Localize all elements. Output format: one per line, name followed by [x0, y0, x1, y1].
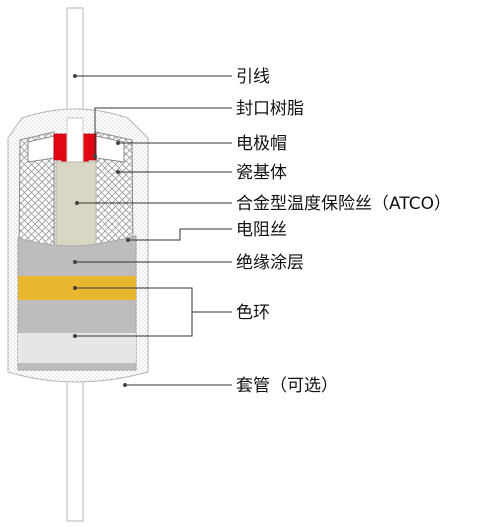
label-alloy-fuse: 合金型温度保险丝（ATCO）: [236, 194, 451, 214]
label-lead-wire: 引线: [236, 67, 270, 87]
label-sleeve: 套管（可选）: [236, 376, 338, 396]
label-resistance-wire: 电阻丝: [236, 220, 287, 240]
lead-wire-bottom: [66, 377, 84, 522]
label-color-ring: 色环: [236, 303, 270, 323]
leader-dots: [73, 74, 130, 387]
label-sealant: 封口树脂: [236, 99, 304, 119]
leader-lines: [75, 75, 232, 386]
lead-wire-top: [66, 7, 84, 121]
alloy-fuse-core: [55, 161, 97, 251]
label-electrode-cap: 电极帽: [236, 134, 287, 154]
label-ceramic-body: 瓷基体: [236, 163, 287, 183]
lead-inner-end: [66, 117, 84, 163]
light-band: [18, 333, 136, 363]
label-insulation-coating: 绝缘涂层: [236, 253, 304, 273]
